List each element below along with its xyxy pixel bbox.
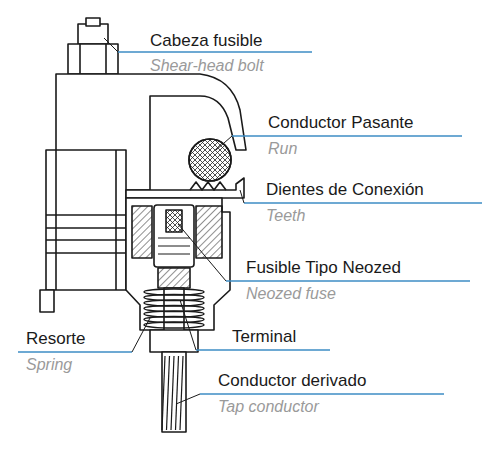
part-label-en: Neozed fuse	[246, 285, 336, 303]
part-label-en: Shear-head bolt	[150, 57, 264, 75]
part-label: Dientes de Conexión	[266, 181, 424, 200]
part-label: Cabeza fusible	[150, 32, 262, 51]
part-label: Fusible Tipo Neozed	[246, 259, 401, 278]
part-label-en: Spring	[26, 356, 72, 374]
part-label-en: Teeth	[266, 207, 305, 225]
part-label: Conductor Pasante	[268, 114, 414, 133]
part-label: Conductor derivado	[218, 372, 366, 391]
part-label: Terminal	[232, 328, 296, 347]
part-label: Resorte	[26, 330, 86, 349]
part-label-en: Tap conductor	[218, 398, 319, 416]
part-label-en: Run	[268, 140, 297, 158]
